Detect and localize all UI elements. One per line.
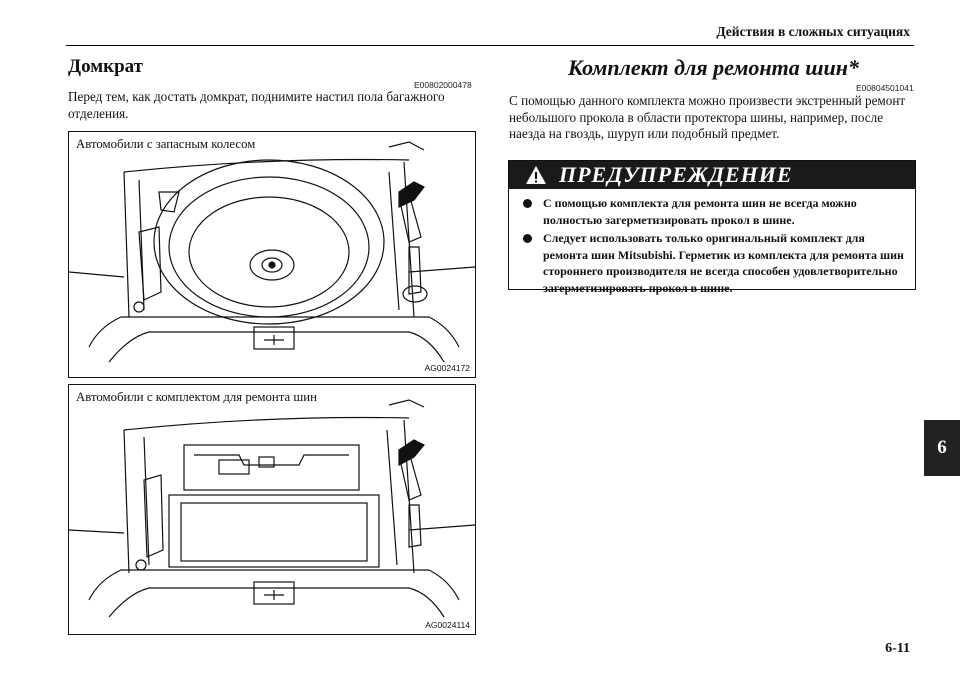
illustration-spare-wheel [69, 141, 475, 363]
chapter-tab: 6 [924, 420, 960, 476]
paragraph-repair-kit: С помощью данного комплекта можно произв… [509, 93, 906, 141]
section-title-jack: Домкрат [68, 56, 144, 77]
section-title-repair-kit: Комплект для ремонта шин* [568, 55, 860, 80]
warning-title: ПРЕДУПРЕЖДЕНИЕ [559, 162, 793, 187]
warning-item-text: С помощью комплекта для ремонта шин не в… [543, 196, 857, 227]
warning-triangle-icon [526, 166, 546, 184]
paragraph-jack: Перед тем, как достать домкрат, поднимит… [68, 89, 445, 121]
warning-item-text: Следует использовать только оригинальный… [543, 231, 904, 295]
warning-item: С помощью комплекта для ремонта шин не в… [519, 195, 909, 228]
warning-list: С помощью комплекта для ремонта шин не в… [519, 195, 909, 298]
figure-spare-wheel: Автомобили с запасным колесом AG0024172 [68, 131, 476, 378]
page-header-title: Действия в сложных ситуациях [716, 24, 910, 39]
figure-repair-kit: Автомобили с комплектом для ремонта шин … [68, 384, 476, 635]
figure-caption-repair-kit: Автомобили с комплектом для ремонта шин [76, 390, 320, 405]
figure-caption-spare-wheel: Автомобили с запасным колесом [76, 137, 259, 152]
bullet-icon [523, 199, 532, 208]
figure-code-spare-wheel: AG0024172 [424, 363, 470, 373]
figure-code-repair-kit: AG0024114 [425, 620, 470, 630]
section-code-repair-kit: E00804501041 [856, 83, 914, 93]
illustration-repair-kit [69, 399, 475, 618]
warning-header-bar: ПРЕДУПРЕЖДЕНИЕ [509, 161, 915, 189]
section-code-jack: E00802000478 [414, 80, 472, 90]
warning-box: ПРЕДУПРЕЖДЕНИЕ С помощью комплекта для р… [508, 160, 916, 295]
page-number: 6-11 [885, 641, 910, 656]
header-rule [66, 45, 914, 46]
warning-item: Следует использовать только оригинальный… [519, 230, 909, 296]
bullet-icon [523, 234, 532, 243]
